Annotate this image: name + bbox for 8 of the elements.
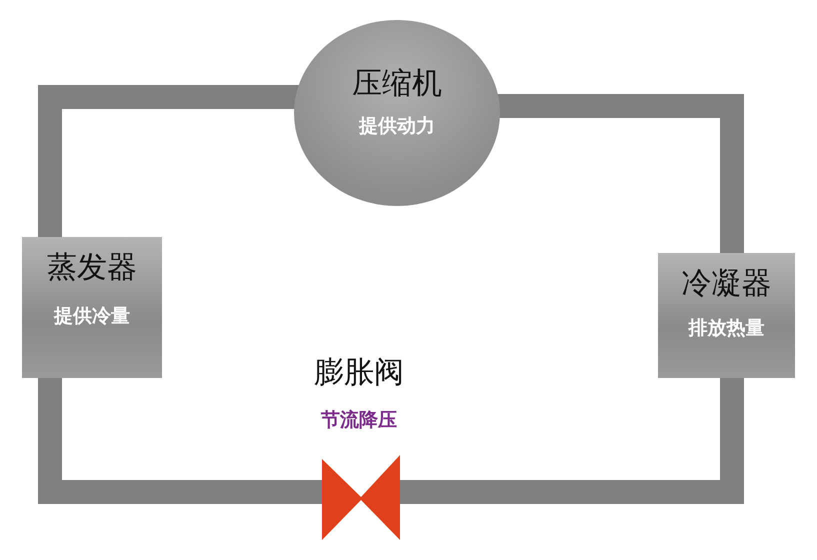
- component-title: 压缩机: [351, 66, 443, 102]
- component-title: 冷凝器: [680, 266, 772, 302]
- component-function: 节流降压: [320, 408, 398, 433]
- component-function: 排放热量: [687, 317, 766, 341]
- component-title: 蒸发器: [46, 250, 138, 286]
- component-function: 提供动力: [358, 115, 436, 139]
- component-function: 提供冷量: [52, 305, 131, 329]
- component-title: 膨胀阀: [313, 355, 405, 391]
